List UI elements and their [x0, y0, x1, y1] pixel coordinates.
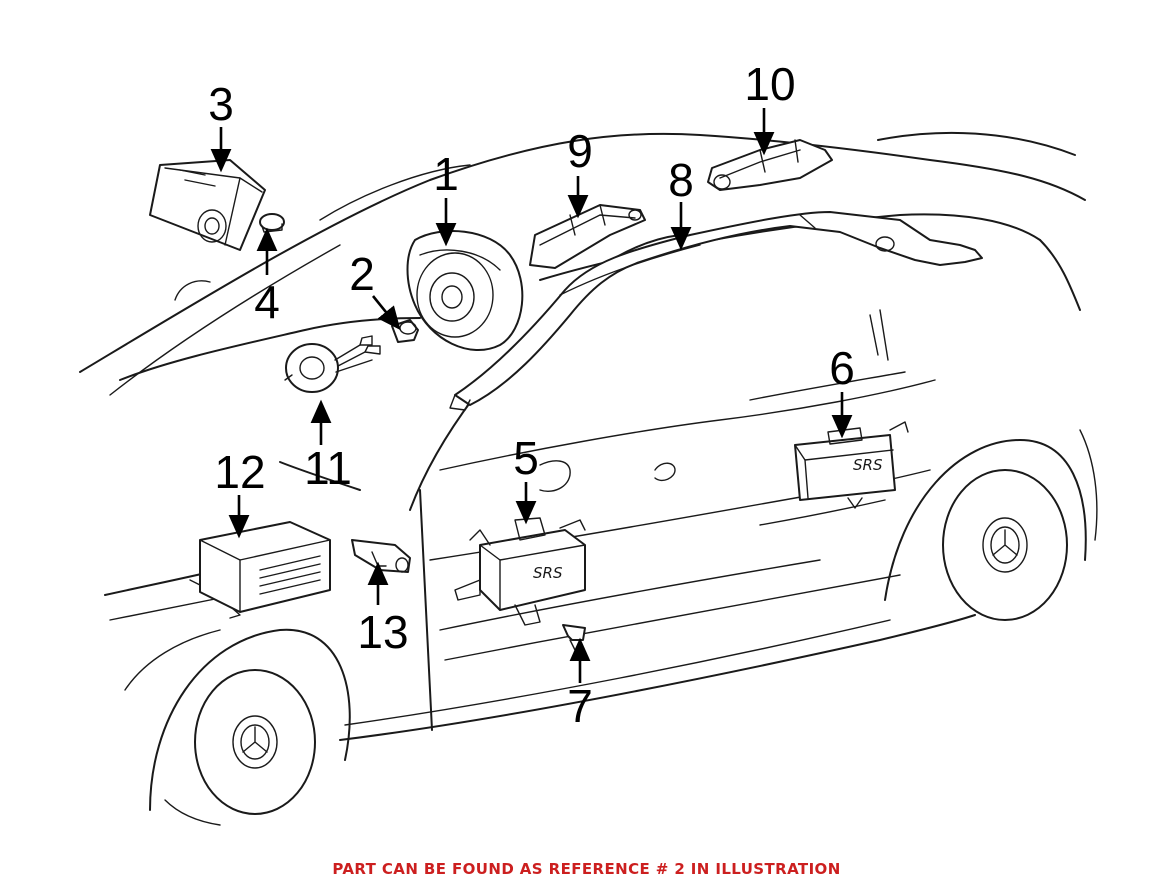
clock-spring-part — [284, 335, 381, 393]
callout-10: 10 — [744, 58, 795, 110]
srs-module-front-part: SRS — [454, 517, 586, 626]
driver-airbag-part — [406, 230, 524, 351]
callout-11: 11 — [304, 442, 352, 494]
callout-5: 5 — [513, 432, 539, 484]
side-airbag-front-part — [529, 204, 646, 269]
clip-part — [391, 319, 419, 343]
callout-3: 3 — [208, 78, 234, 130]
leader-arrows — [210, 108, 853, 683]
sensor-part — [351, 539, 411, 573]
side-airbag-rear-part — [707, 139, 833, 191]
callout-12: 12 — [214, 446, 265, 498]
callout-numbers: 1 2 3 4 5 6 7 8 9 10 11 12 13 — [208, 58, 855, 732]
callout-9: 9 — [567, 125, 593, 177]
curtain-airbag-part — [449, 211, 983, 411]
control-unit-part — [189, 521, 331, 619]
callout-1: 1 — [433, 148, 459, 200]
callout-7: 7 — [567, 680, 593, 732]
reference-note: PART CAN BE FOUND AS REFERENCE # 2 IN IL… — [332, 860, 841, 878]
callout-13: 13 — [357, 606, 408, 658]
callout-6: 6 — [829, 342, 855, 394]
passenger-airbag-part — [149, 159, 266, 251]
callout-4: 4 — [254, 276, 280, 328]
callout-8: 8 — [668, 154, 694, 206]
srs-module-rear-part: SRS — [794, 421, 909, 509]
srs-label-front: SRS — [533, 564, 563, 582]
callout-2: 2 — [349, 248, 375, 300]
cap-part — [259, 213, 285, 233]
srs-label-rear: SRS — [853, 456, 883, 474]
